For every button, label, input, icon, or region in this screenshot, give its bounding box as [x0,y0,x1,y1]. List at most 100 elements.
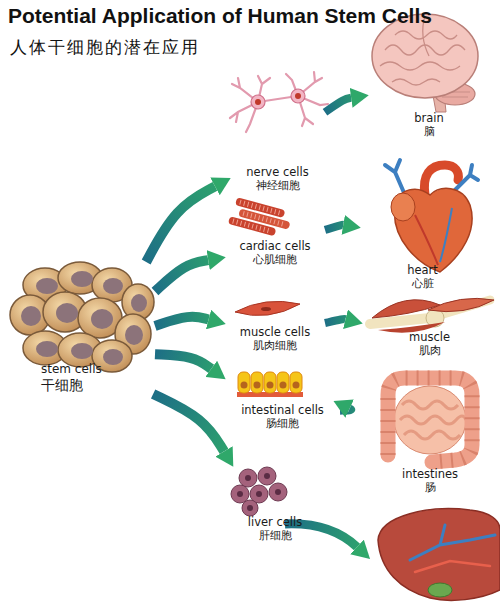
liver-illustration [378,509,500,601]
muscle-illustration [428,298,494,311]
brain-illustration [372,14,478,112]
stem-cell-cluster [36,341,58,357]
node-label: liver cells [248,515,302,529]
cell-type: intestinal cells肠细胞 [225,368,340,430]
node-sublabel: 肌肉 [419,344,441,357]
neuron-illustration [230,72,328,132]
intestinal-cell-illustration [241,382,248,389]
intestinal-cell-illustration [293,382,300,389]
intestinal-cell-illustration [267,382,274,389]
liver-cell-illustration [231,485,249,503]
illustration-part [395,31,457,39]
intestinal-cell-illustration [238,372,250,393]
cell-type: nerve cells神经细胞 [230,70,325,192]
node-label: heart [407,263,438,277]
intestines-illustration [388,378,472,462]
liver-illustration [428,583,452,597]
intestinal-cell-illustration [290,372,302,393]
heart-illustration [391,193,415,221]
illustration-part [392,79,440,85]
node-label: stem cells [41,362,102,377]
cell-type: liver cells肝细胞 [225,466,325,542]
liver-cell-illustration [258,467,276,485]
flow-arrow [153,394,224,451]
liver-cell-illustration [237,491,243,497]
stem-cell-cluster [71,343,93,359]
organ: intestines肠 [365,364,495,494]
flow-arrow [155,260,208,291]
muscle-cell-illustration [261,307,271,311]
node-sublabel: 干细胞 [41,377,83,395]
node-label: nerve cells [246,165,308,179]
cell-type: muscle cells肌肉细胞 [225,293,325,352]
node-label: cardiac cells [239,239,310,253]
stem-cell-cluster [131,294,147,312]
liver-illustration [410,525,495,560]
intestinal-cell-illustration [237,372,303,397]
muscle-illustration [370,318,430,324]
intestinal-cell-illustration [251,372,263,393]
node-sublabel: 肌肉细胞 [253,339,297,352]
liver-cell-illustration [239,469,257,487]
liver-cell-illustration [264,473,270,479]
stem-cell-cluster [71,271,93,287]
liver-illustration [378,509,500,601]
liver-cell-illustration [256,491,262,497]
node-sublabel: 肠 [425,481,436,494]
stem-cell-cluster [21,306,41,326]
stem-cell-cluster [103,278,123,294]
flow-arrow [146,186,215,262]
intestines-illustration [388,378,472,462]
stem-cell-cluster [10,262,154,372]
muscle-cell-illustration [235,301,300,315]
neuron-illustration [291,89,305,103]
node-label: muscle [409,330,450,344]
flow-arrow [325,98,351,113]
cardiac-cell-illustration [228,197,293,240]
liver-cell-illustration [247,505,253,511]
liver-cell-illustration [245,475,251,481]
diagram-title: Potential Application of Human Stem Cell… [8,4,432,28]
flow-arrow [155,354,211,369]
flow-arrow [325,225,343,230]
cell-type: cardiac cells心肌细胞 [225,200,325,266]
heart-illustration [440,208,452,262]
illustration-part [380,62,460,70]
node-sublabel: 神经细胞 [256,179,300,192]
node-label: brain [414,111,444,125]
liver-cell-illustration [242,500,258,516]
muscle-cell-illustration [235,301,300,315]
cardiac-cell-illustration [228,216,276,236]
liver-cell-illustration [269,483,287,501]
intestinal-cell-illustration [254,382,261,389]
stem-cell-group: stem cells干细胞 [5,262,155,394]
liver-cell-illustration [231,467,287,516]
subtitle: 人体干细胞的潜在应用 [10,36,200,59]
flow-arrow [155,317,209,326]
node-sublabel: 心肌细胞 [253,253,297,266]
heart-illustration [385,160,478,195]
neuron-illustration [295,93,301,99]
neuron-illustration [251,95,265,109]
node-label: intestinal cells [241,403,324,417]
intestinal-cell-illustration [277,372,289,393]
stem-cell-cluster [56,303,78,323]
neuron-illustration [255,99,261,105]
intestines-illustration [394,386,466,454]
organ: heart心脏 [360,158,485,290]
intestinal-cell-illustration [264,372,276,393]
muscle-illustration [370,298,494,332]
node-label: muscle cells [240,325,311,339]
node-sublabel: 肝细胞 [259,529,292,542]
flow-arrow [325,319,346,323]
cardiac-cell-illustration [240,202,281,213]
liver-illustration [415,561,490,572]
cardiac-cell-illustration [233,221,272,231]
intestinal-cell-illustration [280,382,287,389]
stem-cell-cluster [91,309,113,329]
node-sublabel: 肠细胞 [266,417,299,430]
organ: muscle肌肉 [362,291,497,357]
